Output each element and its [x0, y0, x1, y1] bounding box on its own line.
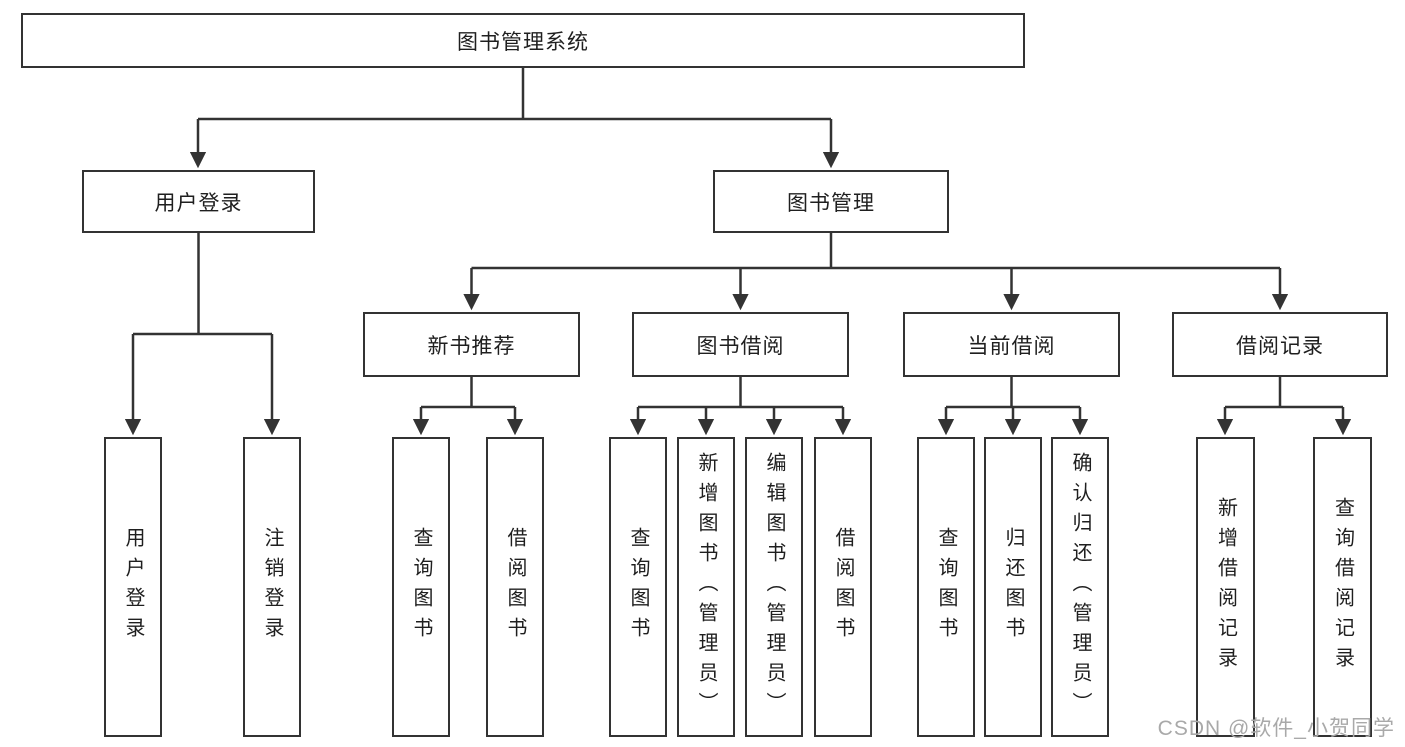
leaf-query-book-recommend-label: 查询图书: [410, 527, 432, 647]
leaf-confirm-return-admin-label: 确认归还（管理员）: [1069, 452, 1091, 722]
leaf-add-borrow-record-label: 新增借阅记录: [1214, 497, 1237, 677]
leaf-add-borrow-record: 新增借阅记录: [1196, 437, 1255, 737]
leaf-borrow-book: 借阅图书: [814, 437, 872, 737]
leaf-user-login-label: 用户登录: [122, 527, 144, 647]
leaf-confirm-return-admin: 确认归还（管理员）: [1051, 437, 1109, 737]
leaf-query-book-current: 查询图书: [917, 437, 975, 737]
leaf-logout-label: 注销登录: [261, 527, 283, 647]
node-book-borrow-label: 图书借阅: [696, 334, 785, 358]
node-root-label: 图书管理系统: [457, 30, 589, 54]
leaf-query-borrow-record: 查询借阅记录: [1313, 437, 1372, 737]
leaf-user-login: 用户登录: [104, 437, 162, 737]
node-current-borrow: 当前借阅: [903, 312, 1120, 377]
node-user-login-label: 用户登录: [154, 191, 243, 215]
leaf-query-book-recommend: 查询图书: [392, 437, 450, 737]
node-book-borrow: 图书借阅: [632, 312, 849, 377]
node-book-management: 图书管理: [713, 170, 949, 233]
leaf-query-book-borrow-label: 查询图书: [627, 527, 649, 647]
leaf-query-book-current-label: 查询图书: [935, 527, 957, 647]
leaf-query-borrow-record-label: 查询借阅记录: [1331, 497, 1354, 677]
leaf-borrow-book-recommend: 借阅图书: [486, 437, 544, 737]
csdn-watermark: CSDN @软件_小贺同学: [1157, 717, 1395, 740]
leaf-return-book: 归还图书: [984, 437, 1042, 737]
node-borrow-record: 借阅记录: [1172, 312, 1388, 377]
node-user-login: 用户登录: [82, 170, 315, 233]
node-current-borrow-label: 当前借阅: [967, 334, 1056, 358]
leaf-borrow-book-label: 借阅图书: [832, 527, 854, 647]
leaf-add-book-admin: 新增图书（管理员）: [677, 437, 735, 737]
leaf-return-book-label: 归还图书: [1002, 527, 1024, 647]
leaf-query-book-borrow: 查询图书: [609, 437, 667, 737]
leaf-edit-book-admin-label: 编辑图书（管理员）: [763, 452, 785, 722]
node-borrow-record-label: 借阅记录: [1236, 334, 1324, 358]
node-root: 图书管理系统: [21, 13, 1025, 68]
node-new-book-recommend: 新书推荐: [363, 312, 580, 377]
node-book-management-label: 图书管理: [787, 191, 875, 215]
leaf-logout: 注销登录: [243, 437, 301, 737]
leaf-edit-book-admin: 编辑图书（管理员）: [745, 437, 803, 737]
leaf-add-book-admin-label: 新增图书（管理员）: [695, 452, 717, 722]
leaf-borrow-book-recommend-label: 借阅图书: [504, 527, 526, 647]
node-new-book-recommend-label: 新书推荐: [427, 334, 516, 358]
